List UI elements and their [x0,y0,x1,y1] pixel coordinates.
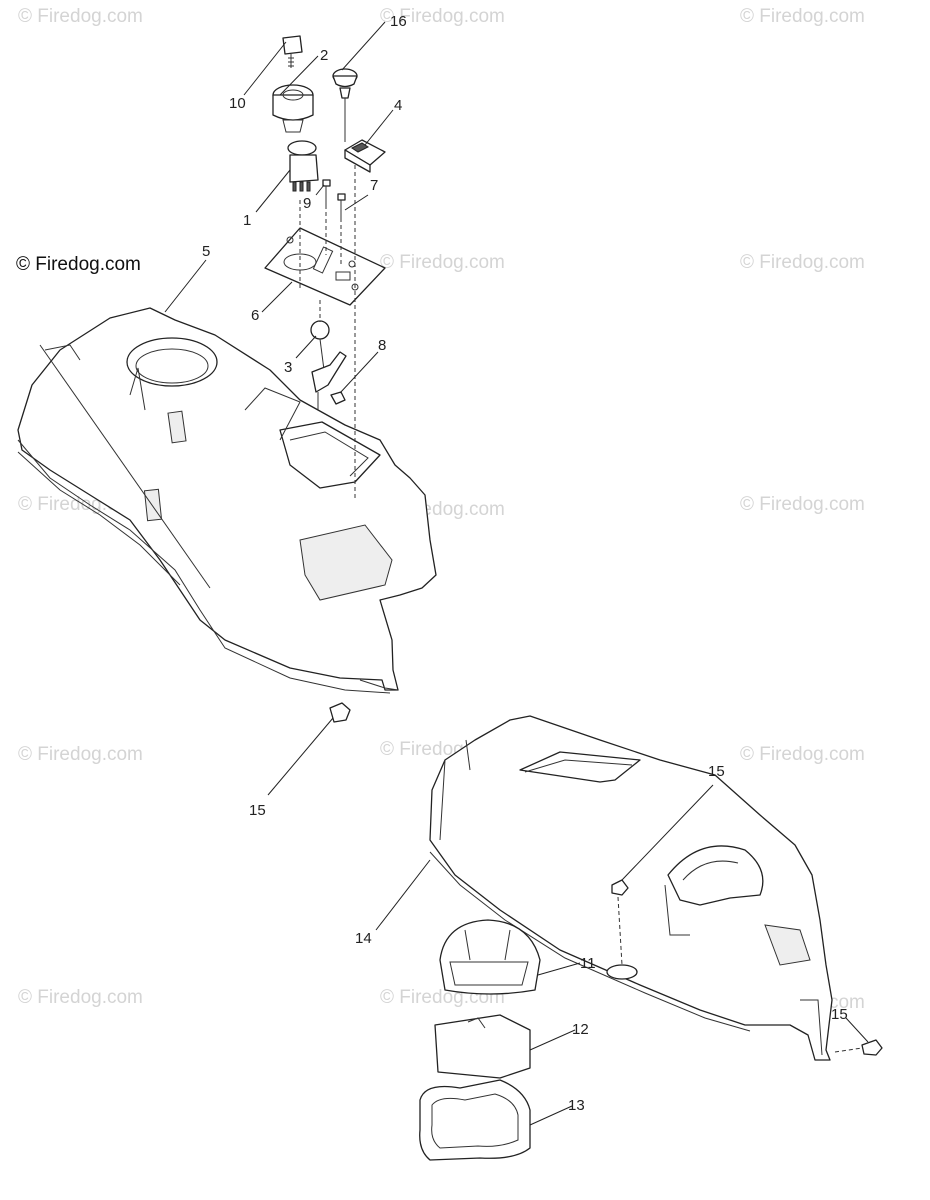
watermark: © Firedog.com [740,6,865,27]
dash-cover-upper [17,307,437,694]
callout-15: 15 [249,802,266,819]
rocker-switch-part [344,139,386,173]
callout-5: 5 [202,243,210,260]
watermark: © Firedog.com [740,494,865,515]
key-part [282,35,303,68]
callout-13: 13 [568,1097,585,1114]
callout-3: 3 [284,359,292,376]
mounting-plate [264,227,386,306]
callout-14: 14 [355,930,372,947]
callouts: 1 2 3 4 5 6 7 8 9 10 11 12 13 14 15 15 1… [202,13,848,1114]
screw-parts [322,179,346,218]
watermark: © Firedog.com [740,252,865,273]
leader-lines [164,21,869,1126]
callout-6: 6 [251,307,259,324]
callout-7: 7 [370,177,378,194]
callout-15: 15 [708,763,725,780]
callout-10: 10 [229,95,246,112]
ignition-part [272,84,314,133]
bezel-part-11 [439,919,541,995]
bolt-part [329,702,351,723]
callout-15: 15 [831,1006,848,1023]
assembly-centerlines [299,165,863,1053]
watermark: © Firedog.com [380,6,505,27]
watermark: © Firedog.com [18,744,143,765]
bezel-part-12 [434,1014,531,1079]
switch-part [287,140,319,192]
watermark: © Firedog.com [18,987,143,1008]
callout-8: 8 [378,337,386,354]
bezel-part-13 [419,1079,531,1161]
watermark: © Firedog.com [380,252,505,273]
lever-part [310,320,347,410]
callout-16: 16 [390,13,407,30]
watermark-main: © Firedog.com [16,254,141,275]
callout-9: 9 [303,195,311,212]
dash-cover-lower [429,715,833,1061]
knob-part [332,68,358,142]
callout-2: 2 [320,47,328,64]
nut-part [330,391,346,405]
bolt-part [606,879,883,1056]
callout-12: 12 [572,1021,589,1038]
watermark: © Firedog.com [740,744,865,765]
callout-1: 1 [243,212,251,229]
callout-11: 11 [580,955,596,972]
callout-4: 4 [394,97,402,114]
watermark: © Firedog.com [18,6,143,27]
